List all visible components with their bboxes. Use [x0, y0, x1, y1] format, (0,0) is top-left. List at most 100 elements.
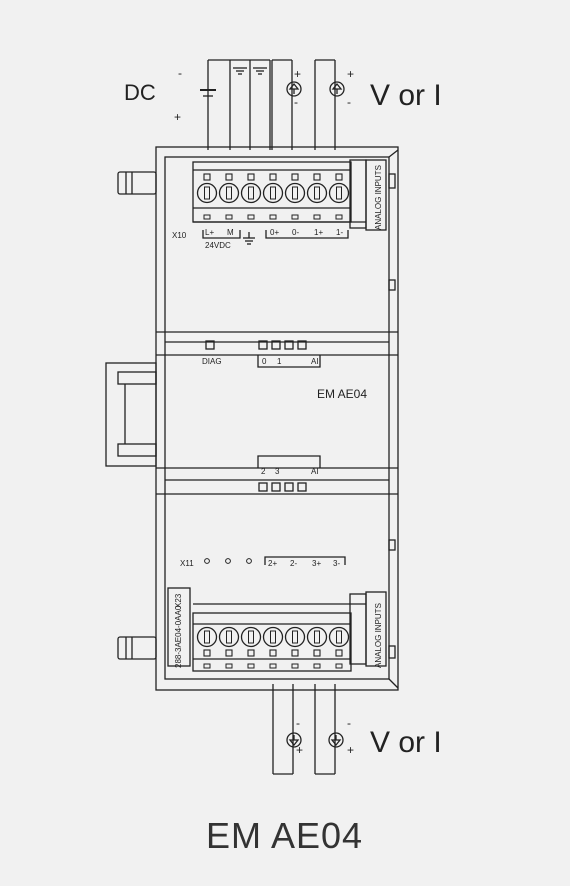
- terminal-opening: [291, 173, 299, 181]
- diag-led: [205, 340, 215, 350]
- terminal-opening: [247, 649, 255, 657]
- power-label-m: M: [227, 228, 234, 237]
- screw-icon: [262, 182, 284, 204]
- channel-label: 0-: [292, 228, 299, 237]
- din-clip-top: [117, 171, 157, 195]
- terminal-latch: [247, 214, 255, 220]
- screw-slot: [204, 630, 210, 644]
- ai-label: AI: [311, 467, 319, 476]
- din-clip-bottom: [117, 636, 157, 660]
- terminal-opening: [203, 649, 211, 657]
- terminal-screws: [196, 173, 350, 669]
- status-led: [284, 340, 294, 350]
- screw-slot: [204, 186, 210, 200]
- signal-plus: +: [294, 67, 301, 81]
- status-led: [284, 482, 294, 492]
- side-label-bottom: ANALOG INPUTS: [374, 603, 383, 668]
- order-id: X23: [174, 593, 183, 608]
- signal-minus: -: [347, 95, 351, 109]
- terminal-opening: [247, 173, 255, 181]
- terminal-latch: [313, 214, 321, 220]
- terminal-opening: [313, 649, 321, 657]
- screw-slot: [248, 630, 254, 644]
- screw-slot: [336, 630, 342, 644]
- terminal-latch: [313, 663, 321, 669]
- signal-plus: +: [347, 743, 354, 757]
- terminal-block-top: [192, 159, 387, 231]
- side-label-top: ANALOG INPUTS: [374, 165, 383, 230]
- channel-label: 1-: [336, 228, 343, 237]
- screw-icon: [262, 626, 284, 648]
- din-rail-clip: [105, 362, 157, 467]
- signal-minus: -: [296, 716, 300, 730]
- unused-terminal-dot: [204, 558, 210, 564]
- terminal-latch: [335, 663, 343, 669]
- terminal-opening: [203, 173, 211, 181]
- channel-bracket-bottom: [257, 455, 321, 468]
- side-latch: [388, 279, 396, 291]
- status-led: [258, 340, 268, 350]
- terminal-latch: [203, 663, 211, 669]
- terminal-latch: [291, 214, 299, 220]
- screw-slot: [226, 186, 232, 200]
- status-channel: 1: [277, 357, 282, 366]
- screw-icon: [240, 182, 262, 204]
- top-supply-wiring: [200, 59, 336, 150]
- terminal-latch: [247, 663, 255, 669]
- screw-icon: [328, 182, 350, 204]
- terminal-block-bottom: [167, 587, 387, 672]
- screw-icon: [196, 182, 218, 204]
- terminal-latch: [269, 214, 277, 220]
- screw-slot: [270, 186, 276, 200]
- screw-icon: [218, 626, 240, 648]
- screw-icon: [306, 182, 328, 204]
- terminal-opening: [335, 649, 343, 657]
- signal-minus: -: [294, 95, 298, 109]
- dc-label: DC: [124, 80, 156, 105]
- screw-slot: [314, 186, 320, 200]
- status-channel: 2: [261, 467, 266, 476]
- power-label-lplus: L+: [205, 228, 214, 237]
- side-latch: [388, 173, 396, 189]
- power-bracket: [202, 230, 241, 239]
- screw-icon: [328, 626, 350, 648]
- screw-icon: [306, 626, 328, 648]
- status-led: [297, 482, 307, 492]
- channel-label: 3-: [333, 559, 340, 568]
- terminal-opening: [225, 173, 233, 181]
- power-note: 24VDC: [205, 241, 231, 250]
- channel-label: 3+: [312, 559, 321, 568]
- terminal-latch: [291, 663, 299, 669]
- channel-label: 2+: [268, 559, 277, 568]
- status-led: [297, 340, 307, 350]
- terminal-opening: [313, 173, 321, 181]
- current-source-icon: [286, 81, 345, 97]
- channel-bracket-x11: [264, 556, 346, 565]
- dc-minus: -: [178, 66, 182, 80]
- terminal-opening: [269, 649, 277, 657]
- ground-icon: [243, 232, 255, 245]
- ground-icon: [233, 67, 267, 75]
- screw-slot: [248, 186, 254, 200]
- channel-label: 1+: [314, 228, 323, 237]
- screw-icon: [284, 626, 306, 648]
- signal-plus: +: [296, 743, 303, 757]
- top-signal-label: V or I: [370, 79, 442, 112]
- channel-label: 0+: [270, 228, 279, 237]
- screw-icon: [196, 626, 218, 648]
- terminal-opening: [269, 173, 277, 181]
- terminal-opening: [225, 649, 233, 657]
- side-latch: [388, 539, 396, 551]
- channel-label: 2-: [290, 559, 297, 568]
- terminal-latch: [335, 214, 343, 220]
- diag-label: DIAG: [202, 357, 222, 366]
- terminal-latch: [203, 214, 211, 220]
- screw-slot: [292, 186, 298, 200]
- screw-icon: [240, 626, 262, 648]
- current-source-icon: [286, 732, 344, 748]
- side-latch: [388, 645, 396, 659]
- signal-minus: -: [347, 716, 351, 730]
- status-channel: 0: [262, 357, 267, 366]
- ai-label: AI: [311, 357, 319, 366]
